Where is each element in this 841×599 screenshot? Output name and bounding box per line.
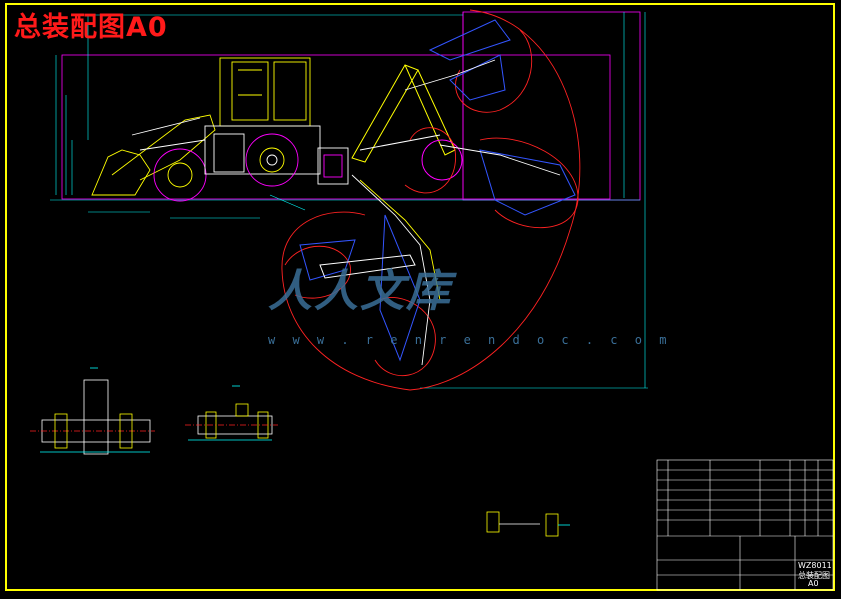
weld-legend xyxy=(486,511,570,537)
sheet-size: A0 xyxy=(808,579,819,588)
swing-arcs xyxy=(281,9,581,391)
drawing-title: 总装配图A0 xyxy=(14,12,168,43)
backhoe-positions xyxy=(299,19,576,362)
boom-working-positions xyxy=(351,59,561,366)
tractor-body xyxy=(204,57,349,187)
watermark-text: 人人文库 xyxy=(268,266,452,317)
section-detail-right xyxy=(185,385,278,441)
watermark-url: w w w . r e n r e n d o c . c o m xyxy=(268,333,672,347)
backhoe-boom-transport xyxy=(351,64,463,181)
front-loader xyxy=(91,114,216,202)
sheet-border xyxy=(5,3,835,591)
section-detail-left xyxy=(30,367,155,455)
drawing-name: 总装配图 xyxy=(798,571,830,580)
dimension-lines xyxy=(50,12,648,389)
title-block xyxy=(656,459,834,591)
drawing-number: WZ8011 xyxy=(798,561,832,570)
